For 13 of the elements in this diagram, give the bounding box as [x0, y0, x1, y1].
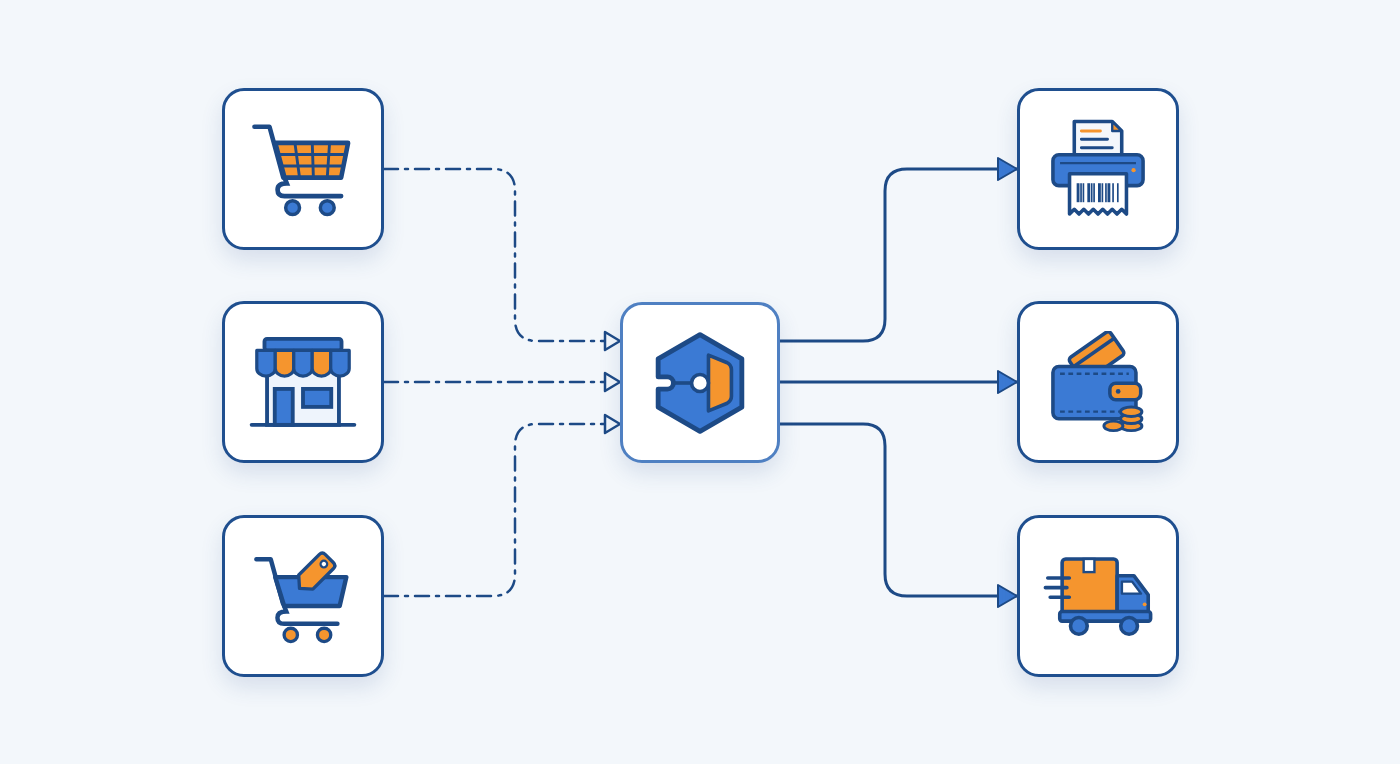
icon-card	[222, 88, 384, 250]
dash-dot-arrow	[382, 167, 622, 352]
icon-card	[620, 302, 780, 463]
icon-card	[222, 301, 384, 463]
icon-card	[1017, 515, 1179, 677]
icon-card	[1017, 88, 1179, 250]
arrow	[778, 422, 1019, 608]
dash-dot-arrow	[382, 413, 622, 598]
dash-dot-arrow	[382, 371, 622, 393]
arrow	[778, 370, 1019, 394]
arrow	[778, 157, 1019, 343]
icon-card	[1017, 301, 1179, 463]
icon-card	[222, 515, 384, 677]
